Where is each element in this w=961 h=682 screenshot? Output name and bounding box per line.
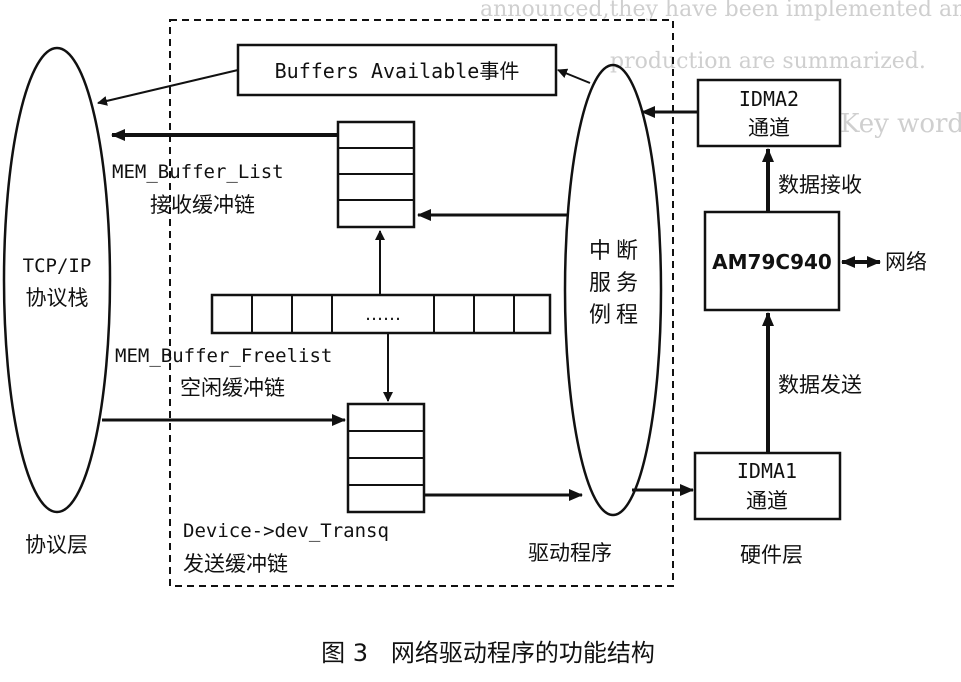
idma1-box [693, 451, 842, 521]
am79c940-label: AM79C940 [712, 250, 832, 274]
buffer-list-stack [336, 120, 416, 229]
arrow-event-to-tcpip [97, 69, 239, 106]
data-send-label: 数据发送 [778, 373, 862, 397]
buffer-list-label: MEM_Buffer_List [112, 161, 284, 183]
freelist-label: MEM_Buffer_Freelist [115, 345, 332, 367]
event-box-label: Buffers Available事件 [275, 59, 520, 83]
buffer-list-cn-label: 接收缓冲链 [150, 193, 255, 217]
tcpip-stack-label: 协议栈 [26, 286, 89, 310]
tcpip-stack-ellipse [2, 46, 112, 514]
ghost-text-line1: announced,they have been implemented and… [480, 0, 961, 22]
isr-char: 中 [589, 239, 611, 264]
ghost-text-line3: Key words [840, 109, 961, 139]
am79c940-box [703, 210, 841, 312]
idma1-label: IDMA1 [737, 459, 797, 483]
figure-caption: 图 3 网络驱动程序的功能结构 [321, 639, 655, 667]
isr-char: 例 [589, 303, 611, 328]
transq-stack [346, 402, 426, 514]
idma2-cn-label: 通道 [748, 116, 790, 140]
isr-char: 务 [616, 271, 638, 296]
transq-label: Device->dev_Transq [183, 520, 389, 542]
event-box [236, 43, 558, 97]
tcpip-label: TCP/IP [23, 255, 92, 277]
driver-boundary [169, 19, 674, 587]
network-label: 网络 [885, 250, 927, 274]
arrow-isr-to-event [557, 68, 591, 84]
idma2-label: IDMA2 [739, 87, 799, 111]
isr-char: 程 [616, 303, 638, 328]
isr-label: 中 断 服 务 例 程 [589, 239, 638, 328]
protocol-layer-label: 协议层 [25, 533, 88, 557]
transq-cn-label: 发送缓冲链 [183, 552, 288, 576]
freelist-cn-label: 空闲缓冲链 [180, 376, 285, 400]
idma1-cn-label: 通道 [746, 489, 788, 513]
data-receive-label: 数据接收 [778, 173, 862, 197]
isr-char: 断 [616, 239, 638, 264]
hardware-layer-label: 硬件层 [740, 543, 803, 567]
isr-char: 服 [589, 271, 611, 296]
isr-ellipse [563, 63, 663, 517]
driver-layer-label: 驱动程序 [528, 541, 612, 565]
freelist-ellipsis: …… [365, 304, 401, 325]
ghost-text-line2: production are summarized. [610, 49, 926, 74]
